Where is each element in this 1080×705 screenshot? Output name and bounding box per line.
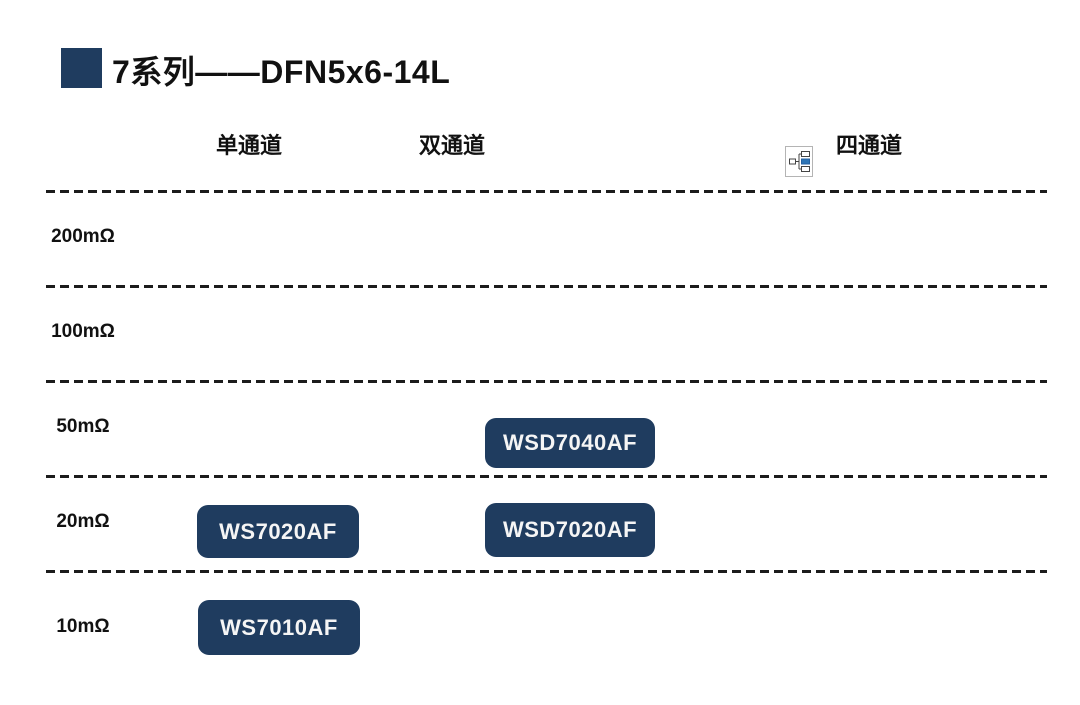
- row-label-20mohm: 20mΩ: [56, 511, 110, 532]
- part-chip-ws7020af: WS7020AF: [197, 505, 359, 558]
- dashed-separator: [46, 570, 1047, 573]
- dashed-separator: [46, 475, 1047, 478]
- part-chip-ws7010af: WS7010AF: [198, 600, 360, 655]
- dashed-separator: [46, 380, 1047, 383]
- org-chart-icon: [785, 146, 813, 177]
- part-chip-wsd7020af: WSD7020AF: [485, 503, 655, 557]
- dashed-separator: [46, 285, 1047, 288]
- row-label-100mohm: 100mΩ: [51, 321, 115, 342]
- title-bullet-square: [61, 48, 102, 88]
- page-title: 7系列——DFN5x6-14L: [112, 54, 451, 90]
- column-header-quad-channel: 四通道: [836, 133, 903, 158]
- dashed-separator: [46, 190, 1047, 193]
- column-header-single-channel: 单通道: [215, 133, 282, 158]
- part-chip-wsd7040af: WSD7040AF: [485, 418, 655, 468]
- row-label-10mohm: 10mΩ: [56, 616, 110, 637]
- row-label-200mohm: 200mΩ: [51, 226, 115, 247]
- column-header-dual-channel: 双通道: [418, 133, 485, 158]
- row-label-50mohm: 50mΩ: [56, 416, 110, 437]
